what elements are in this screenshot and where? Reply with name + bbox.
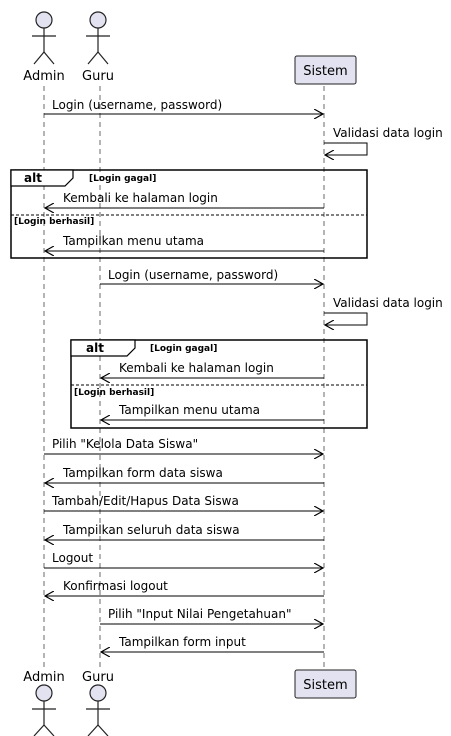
alt-fragment-admin: alt [Login gagal] [Login berhasil] [10,169,368,259]
message: Tampilkan seluruh data siswa [45,523,324,540]
message-label: Konfirmasi logout [63,579,168,593]
participant-sistem-top: Sistem [294,55,357,85]
message: Logout [44,551,323,568]
participant-label-guru: Guru [82,69,114,84]
message-label: Login (username, password) [108,268,278,282]
fragment-operator: alt [24,171,42,185]
fragment-guard: [Login gagal] [89,174,156,184]
message-label: Login (username, password) [52,98,222,112]
message-label: Logout [52,551,93,565]
message: Tambah/Edit/Hapus Data Siswa [44,494,323,511]
fragment-operator: alt [86,341,104,355]
message-label: Validasi data login [333,126,443,140]
self-message: Validasi data login [324,126,443,155]
message: Kembali ke halaman login [45,191,324,208]
message-label: Tampilkan menu utama [62,234,204,248]
actor-admin-top: Admin [23,11,65,84]
participant-box [294,669,357,699]
message-arrow [324,142,368,155]
participant-sistem-bottom: Sistem [294,669,357,699]
participant-label-admin: Admin [23,69,64,84]
message: Tampilkan menu utama [101,403,324,420]
message-label: Tambah/Edit/Hapus Data Siswa [51,494,239,508]
fragment-frame [10,169,368,259]
fragment-guard: [Login gagal] [150,344,217,354]
message: Konfirmasi logout [45,579,324,596]
actor-icon [32,11,56,65]
participant-label-guru: Guru [82,670,114,685]
participant-label-admin: Admin [23,670,64,685]
participant-label-sistem: Sistem [303,64,347,79]
fragment-guard: [Login berhasil] [74,388,154,398]
actor-icon [86,684,110,736]
message: Tampilkan menu utama [45,234,324,251]
message-label: Pilih "Kelola Data Siswa" [52,437,198,451]
actor-icon [32,684,56,736]
fragment-guard: [Login berhasil] [14,217,94,227]
actor-icon [86,11,110,65]
message-label: Tampilkan form data siswa [62,466,223,480]
message-label: Kembali ke halaman login [63,191,218,205]
actor-admin-bottom: Admin [23,670,65,736]
message-label: Tampilkan menu utama [118,403,260,417]
participant-label-sistem: Sistem [303,678,347,693]
message-label: Kembali ke halaman login [119,361,274,375]
message-arrow [324,312,368,325]
actor-guru-top: Guru [82,11,114,84]
message: Pilih "Kelola Data Siswa" [44,437,323,454]
self-message: Validasi data login [324,296,443,325]
message: Login (username, password) [44,98,323,114]
fragment-frame [70,339,368,429]
message-label: Pilih "Input Nilai Pengetahuan" [108,607,292,621]
alt-fragment-guru: alt [Login gagal] [Login berhasil] [70,339,368,429]
message: Tampilkan form data siswa [45,466,324,483]
fragment-tag [10,169,74,187]
message-label: Tampilkan form input [118,635,246,649]
fragment-tag [70,339,136,357]
message-label: Tampilkan seluruh data siswa [62,523,240,537]
actor-guru-bottom: Guru [82,670,114,736]
message: Pilih "Input Nilai Pengetahuan" [100,607,323,624]
participant-box [294,55,357,85]
message: Login (username, password) [100,268,323,284]
message: Kembali ke halaman login [101,361,324,378]
message-label: Validasi data login [333,296,443,310]
message: Tampilkan form input [101,635,324,652]
